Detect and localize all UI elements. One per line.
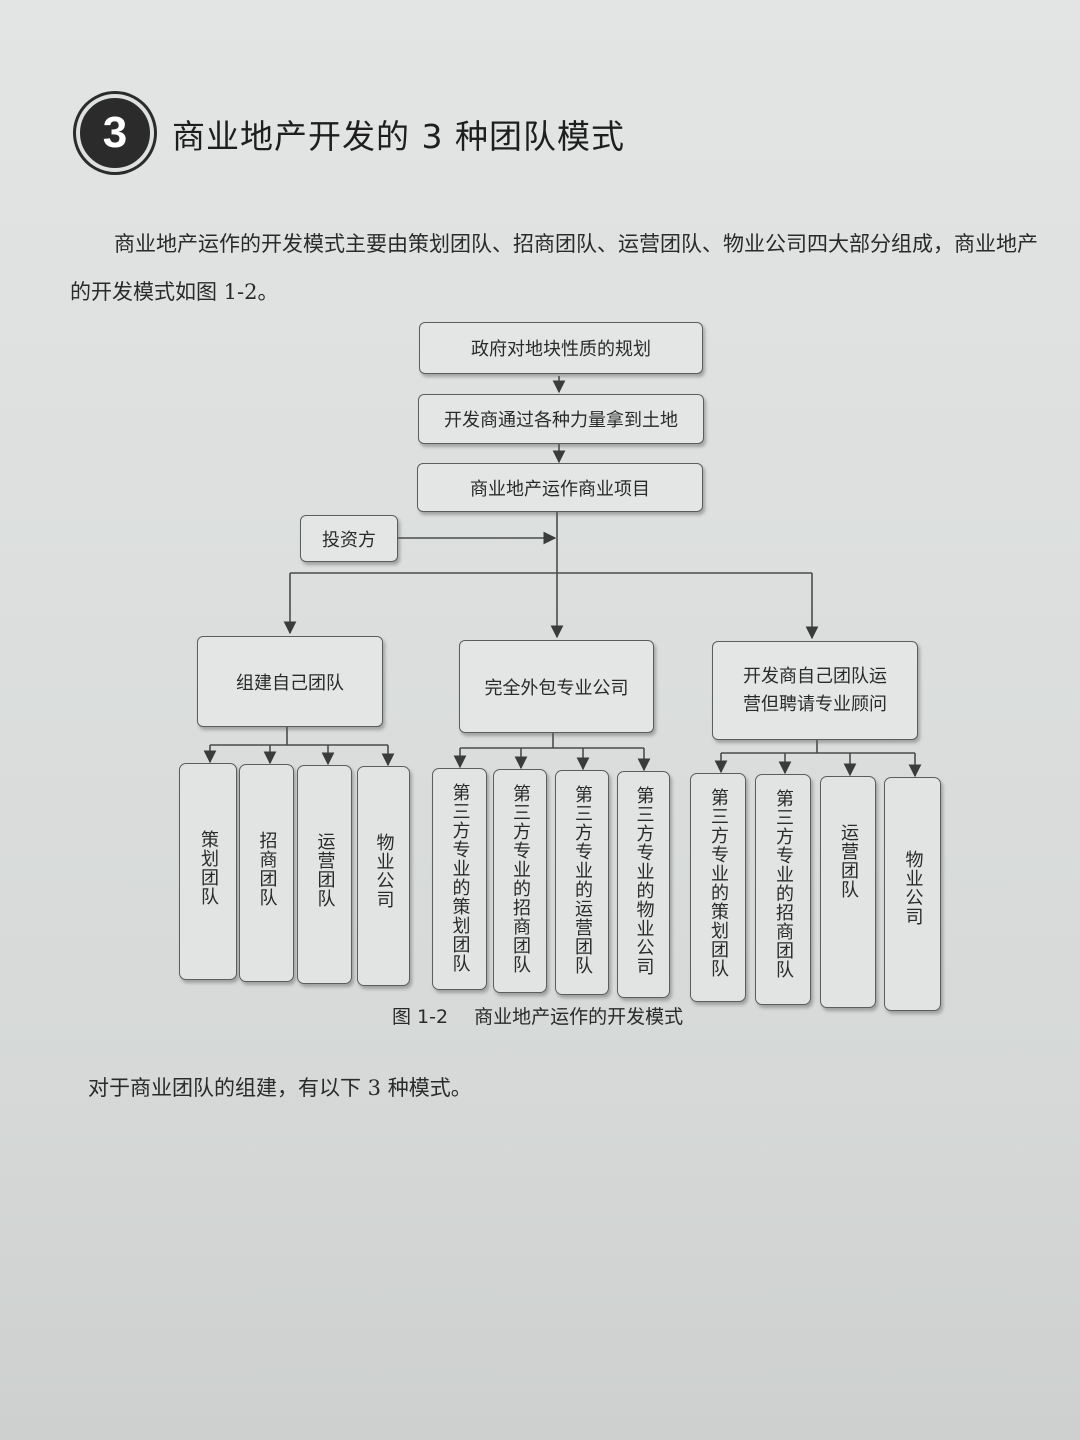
intro-paragraph: 商业地产运作的开发模式主要由策划团队、招商团队、运营团队、物业公司四大部分组成，… (70, 220, 1055, 316)
team-label: 第三方专业的物业公司 (633, 786, 655, 976)
team-label: 第三方专业的招商团队 (510, 784, 531, 974)
team-box: 第三方专业的招商团队 (493, 769, 547, 993)
flow-box-land: 开发商通过各种力量拿到土地 (418, 394, 704, 444)
mode-own-team-label: 组建自己团队 (236, 672, 344, 694)
team-box: 物业公司 (357, 766, 410, 986)
mode-box-consultant: 开发商自己团队运营但聘请专业顾问 (712, 641, 918, 740)
investor-box: 投资方 (300, 515, 398, 562)
followup-paragraph: 对于商业团队的组建，有以下 3 种模式。 (88, 1076, 472, 1100)
team-label: 策划团队 (198, 830, 219, 906)
section-number-badge: 3 (76, 94, 154, 172)
flow-box-planning-label: 政府对地块性质的规划 (471, 339, 651, 360)
mode-consultant-label: 开发商自己团队运营但聘请专业顾问 (743, 665, 887, 715)
flow-box-project-label: 商业地产运作商业项目 (470, 478, 650, 500)
mode-box-own-team: 组建自己团队 (197, 636, 383, 727)
team-box: 策划团队 (179, 763, 237, 980)
mode-box-outsource: 完全外包专业公司 (459, 640, 654, 733)
intro-paragraph-text: 商业地产运作的开发模式主要由策划团队、招商团队、运营团队、物业公司四大部分组成，… (70, 232, 1038, 304)
section-title: 商业地产开发的 3 种团队模式 (172, 117, 625, 156)
team-label: 物业公司 (373, 833, 395, 909)
team-box: 运营团队 (297, 765, 352, 984)
team-box: 第三方专业的运营团队 (555, 770, 609, 995)
investor-box-label: 投资方 (322, 529, 376, 551)
team-label: 运营团队 (838, 823, 859, 899)
flow-box-project: 商业地产运作商业项目 (417, 463, 703, 512)
team-label: 运营团队 (314, 832, 336, 908)
team-label: 物业公司 (902, 850, 924, 926)
figure-title: 商业地产运作的开发模式 (474, 1006, 684, 1028)
mode-outsource-label: 完全外包专业公司 (484, 677, 629, 699)
flow-box-planning: 政府对地块性质的规划 (419, 322, 703, 374)
team-label: 第三方专业的策划团队 (449, 783, 471, 973)
team-box: 招商团队 (239, 764, 294, 982)
team-box: 运营团队 (820, 776, 876, 1008)
figure-caption: 图 1-2 商业地产运作的开发模式 (392, 1002, 683, 1029)
team-label: 第三方专业的招商团队 (773, 789, 794, 979)
team-box: 第三方专业的策划团队 (432, 768, 487, 990)
team-box: 第三方专业的物业公司 (617, 771, 670, 998)
team-box: 第三方专业的策划团队 (690, 773, 746, 1002)
team-box: 物业公司 (884, 777, 941, 1011)
team-label: 第三方专业的运营团队 (572, 785, 593, 975)
team-label: 第三方专业的策划团队 (708, 788, 729, 978)
figure-number: 图 1-2 (392, 1006, 449, 1028)
flow-box-land-label: 开发商通过各种力量拿到土地 (444, 410, 678, 431)
team-label: 招商团队 (256, 831, 278, 907)
team-box: 第三方专业的招商团队 (755, 774, 811, 1005)
